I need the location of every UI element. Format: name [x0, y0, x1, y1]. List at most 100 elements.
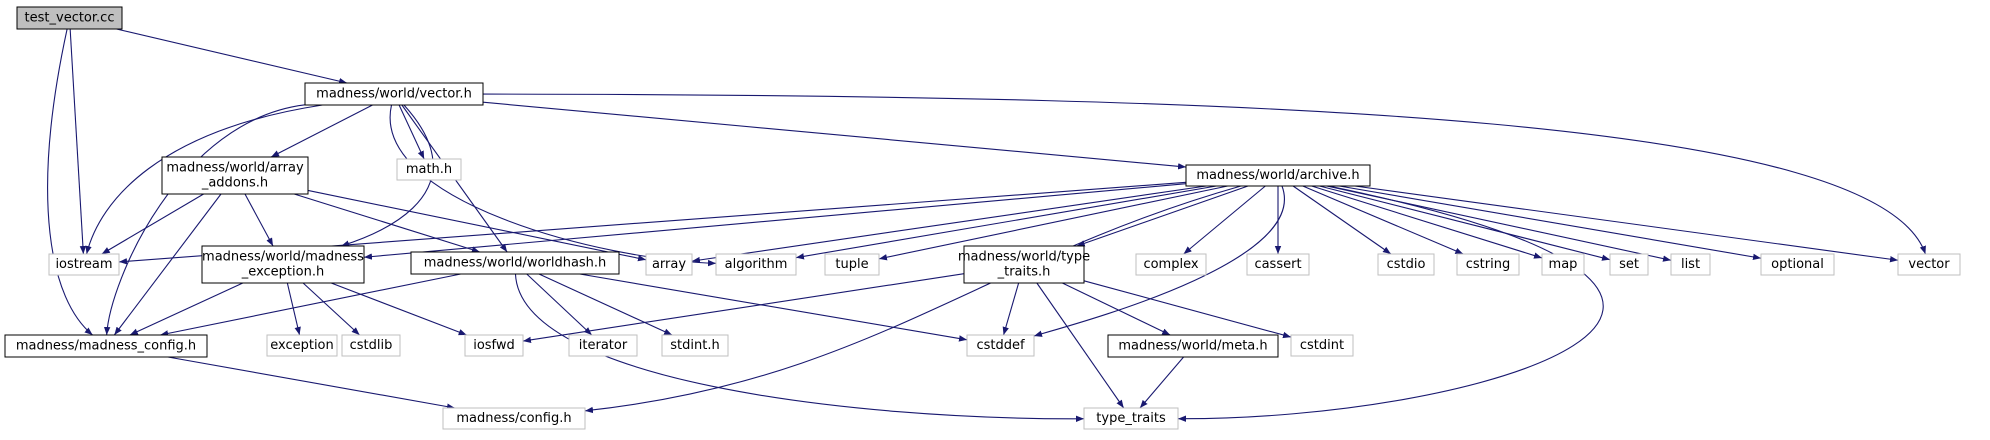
- node-set: set: [1609, 253, 1649, 276]
- node-label-madness_exception-line1: madness/world/madness: [202, 250, 364, 265]
- nodes-layer: test_vector.cc madness/world/vector.h madn…: [4, 6, 1961, 430]
- node-archive_h[interactable]: madness/world/archive.h: [1185, 164, 1371, 187]
- node-box-list: [1670, 253, 1711, 276]
- node-meta_h[interactable]: madness/world/meta.h: [1107, 334, 1279, 358]
- node-box-array_addons: [161, 156, 309, 195]
- edge-madness_exception-to-cstdlib: [302, 282, 360, 336]
- node-tuple: tuple: [824, 253, 880, 276]
- edges-layer: [47, 28, 1926, 422]
- node-box-cstddef: [966, 334, 1035, 357]
- node-label-cstddef: cstddef: [976, 338, 1025, 353]
- node-cstddef: cstddef: [966, 334, 1035, 357]
- edge-archive_h-to-tuple: [878, 185, 1228, 261]
- edge-archive_h-to-cstddef: [1033, 185, 1285, 337]
- edge-test_vector-to-madness_config: [47, 28, 93, 336]
- node-box-iterator: [568, 334, 638, 357]
- node-vector_h[interactable]: madness/world/vector.h: [304, 82, 484, 106]
- edge-worldhash-to-cstddef: [579, 273, 968, 342]
- node-worldhash[interactable]: madness/world/worldhash.h: [410, 251, 620, 275]
- node-label-cstdint: cstdint: [1300, 338, 1344, 353]
- edge-vector_h-to-madness_exception: [340, 104, 434, 247]
- node-label-cstring: cstring: [1466, 257, 1510, 272]
- node-iostream: iostream: [48, 253, 120, 276]
- node-label-array: array: [652, 257, 686, 272]
- node-label-config_h: madness/config.h: [456, 411, 571, 426]
- node-box-type_traits_h: [963, 245, 1085, 284]
- node-math_h: math.h: [396, 158, 462, 181]
- node-label-vector: vector: [1908, 257, 1950, 272]
- node-label-optional: optional: [1771, 257, 1824, 272]
- node-label-set: set: [1619, 257, 1639, 272]
- node-box-cstdio: [1377, 253, 1435, 276]
- edge-vector_h-to-iostream: [85, 104, 323, 255]
- node-box-cstdlib: [341, 334, 401, 357]
- node-box-cstring: [1456, 253, 1520, 276]
- node-optional: optional: [1760, 253, 1835, 276]
- node-config_h: madness/config.h: [442, 407, 586, 430]
- node-stdint_h: stdint.h: [661, 334, 729, 357]
- edge-archive_h-to-type_traits: [1177, 185, 1604, 422]
- node-label-meta_h: madness/world/meta.h: [1118, 339, 1267, 354]
- edge-type_traits_h-to-meta_h: [1062, 282, 1171, 336]
- node-label-test_vector: test_vector.cc: [25, 11, 115, 26]
- node-madness_exception[interactable]: madness/world/madness_exception.h: [201, 245, 365, 284]
- edge-archive_h-to-cstring: [1302, 185, 1464, 255]
- edge-madness_config-to-config_h: [167, 356, 456, 410]
- node-label-madness_exception-line2: _exception.h: [241, 265, 324, 280]
- node-label-complex: complex: [1143, 257, 1198, 272]
- node-type_traits_h[interactable]: madness/world/type_traits.h: [958, 245, 1090, 284]
- node-box-iosfwd: [464, 334, 524, 357]
- node-box-vector_h: [304, 82, 484, 106]
- edge-worldhash-to-stdint_h: [538, 273, 673, 336]
- node-algorithm: algorithm: [715, 253, 797, 276]
- node-label-worldhash: madness/world/worldhash.h: [424, 256, 607, 271]
- edge-array_addons-to-madness_exception: [244, 193, 274, 247]
- node-cassert: cassert: [1246, 253, 1310, 276]
- node-test_vector[interactable]: test_vector.cc: [16, 6, 123, 30]
- edge-type_traits_h-to-cstdint: [1083, 280, 1292, 339]
- edge-madness_exception-to-iosfwd: [330, 282, 467, 336]
- node-label-madness_config: madness/madness_config.h: [16, 339, 196, 354]
- node-box-madness_exception: [201, 245, 365, 284]
- node-cstdio: cstdio: [1377, 253, 1435, 276]
- edge-archive_h-to-cstdio: [1292, 185, 1392, 255]
- edge-vector_h-to-vector: [482, 93, 1926, 255]
- node-vector: vector: [1897, 253, 1961, 276]
- node-box-math_h: [396, 158, 462, 181]
- node-box-test_vector: [16, 6, 123, 30]
- node-cstdlib: cstdlib: [341, 334, 401, 357]
- node-box-config_h: [442, 407, 586, 430]
- node-label-map: map: [1549, 257, 1578, 272]
- node-label-cstdlib: cstdlib: [350, 338, 393, 353]
- node-cstdint: cstdint: [1290, 334, 1354, 357]
- edge-array_addons-to-array: [307, 189, 647, 262]
- edge-archive_h-to-vector: [1354, 185, 1899, 263]
- node-label-type_traits: type_traits: [1096, 411, 1166, 426]
- edge-vector_h-to-math_h: [398, 104, 425, 160]
- node-box-archive_h: [1185, 164, 1371, 187]
- edge-archive_h-to-map: [1311, 185, 1543, 259]
- node-box-stdint_h: [661, 334, 729, 357]
- edge-worldhash-to-madness_config: [160, 273, 461, 337]
- edge-test_vector-to-iostream: [69, 28, 87, 255]
- node-label-cassert: cassert: [1254, 257, 1301, 272]
- node-label-type_traits_h-line2: _traits.h: [997, 265, 1051, 280]
- node-box-cassert: [1246, 253, 1310, 276]
- node-array_addons[interactable]: madness/world/array_addons.h: [161, 156, 309, 195]
- edge-meta_h-to-type_traits: [1139, 356, 1185, 409]
- edge-archive_h-to-type_traits_h: [1076, 185, 1249, 247]
- node-box-exception: [266, 334, 338, 357]
- node-box-meta_h: [1107, 334, 1279, 358]
- edge-type_traits_h-to-iosfwd: [522, 273, 965, 344]
- node-iosfwd: iosfwd: [464, 334, 524, 357]
- edge-archive_h-to-madness_exception: [363, 183, 1187, 260]
- node-label-array_addons-line2: _addons.h: [201, 176, 268, 191]
- node-madness_config[interactable]: madness/madness_config.h: [4, 334, 208, 358]
- node-exception: exception: [266, 334, 338, 357]
- edge-archive_h-to-complex: [1183, 185, 1266, 255]
- edge-array_addons-to-worldhash: [294, 193, 480, 253]
- edge-type_traits_h-to-cstddef: [1002, 282, 1020, 336]
- node-cstring: cstring: [1456, 253, 1520, 276]
- node-box-array: [645, 253, 693, 276]
